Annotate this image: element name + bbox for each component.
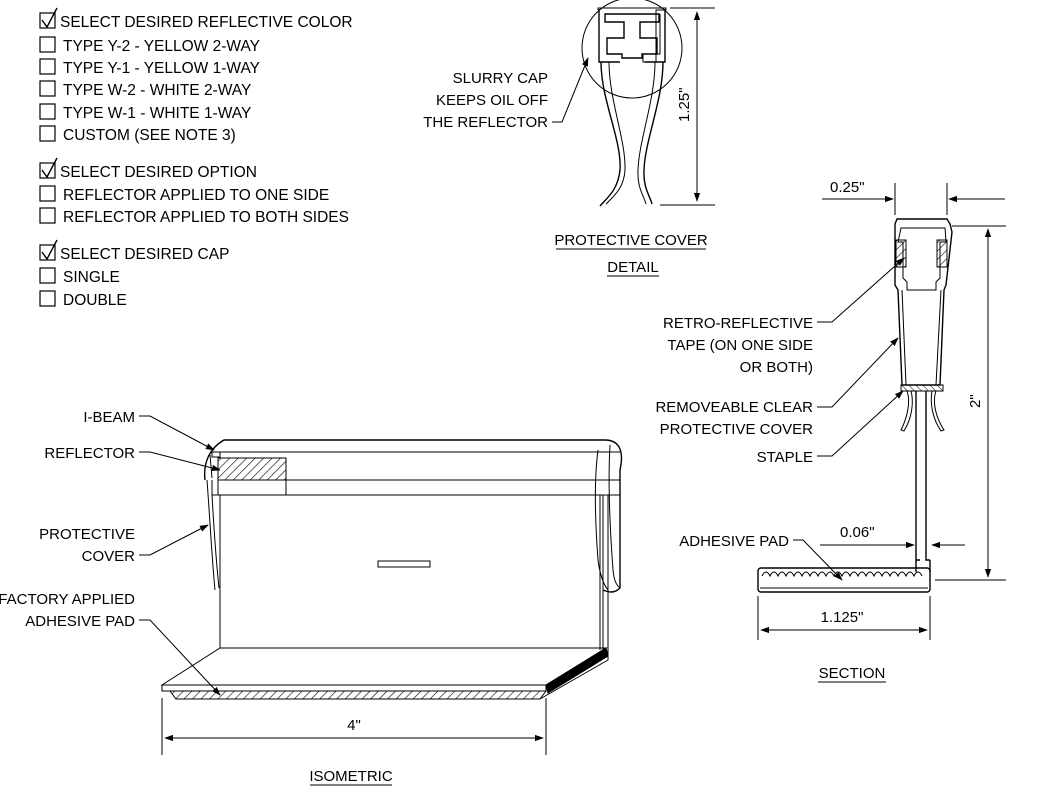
callout-text: REFLECTOR	[44, 445, 135, 462]
checkbox[interactable]	[39, 185, 56, 202]
option-label: TYPE Y-1 - YELLOW 1-WAY	[63, 60, 260, 77]
checkbox[interactable]	[39, 80, 56, 97]
option-label: TYPE Y-2 - YELLOW 2-WAY	[63, 38, 260, 55]
check-mark-icon	[41, 239, 58, 261]
adhesive-pad	[169, 690, 547, 700]
callout-text: FACTORY APPLIED	[0, 591, 135, 608]
view-title: DETAIL	[607, 259, 658, 276]
leader-line	[817, 337, 899, 408]
cover-leg-left	[599, 61, 621, 207]
header-checkbox	[39, 244, 56, 261]
checkbox[interactable]	[39, 125, 56, 142]
dimension-label: 4"	[347, 717, 361, 734]
checkbox[interactable]	[39, 58, 56, 75]
option-label: SINGLE	[63, 269, 120, 286]
checkbox[interactable]	[39, 290, 56, 307]
dimension-label: 1.25"	[676, 87, 693, 122]
base-plate	[757, 567, 931, 593]
leader-line	[552, 57, 589, 123]
leader-line	[139, 619, 221, 696]
checkbox[interactable]	[39, 103, 56, 120]
header-checkbox	[39, 12, 56, 29]
option-label: REFLECTOR APPLIED TO BOTH SIDES	[63, 209, 349, 226]
callout-text: I-BEAM	[83, 409, 135, 426]
view-title: ISOMETRIC	[309, 768, 393, 785]
cover-leg-right	[643, 61, 664, 205]
section-view: 0.25" 2" 0.06" 1.125"	[655, 179, 1006, 683]
options-checklist: SELECT DESIRED REFLECTIVE COLOR TYPE Y-2…	[39, 7, 353, 309]
cover-skirt-right	[594, 449, 609, 591]
reflective-tape	[936, 239, 948, 268]
option-label: DOUBLE	[63, 292, 127, 309]
cover-skirt-left	[206, 479, 216, 591]
callout-text: ADHESIVE PAD	[25, 613, 135, 630]
option-label: TYPE W-1 - WHITE 1-WAY	[63, 105, 251, 122]
detail-circle	[581, 0, 683, 99]
adhesive-pad	[761, 571, 923, 578]
leader-line	[817, 390, 904, 457]
view-title: PROTECTIVE COVER	[554, 232, 708, 249]
callout-text: PROTECTIVE	[39, 526, 135, 543]
option-label: REFLECTOR APPLIED TO ONE SIDE	[63, 187, 329, 204]
callout-text: COVER	[82, 548, 136, 565]
leader-line	[139, 524, 209, 556]
leader-line	[817, 257, 905, 323]
callout-text: SLURRY CAP	[453, 70, 548, 87]
checkbox[interactable]	[39, 267, 56, 284]
checkbox[interactable]	[39, 36, 56, 53]
callout-text: TAPE (ON ONE SIDE	[667, 337, 813, 354]
section-cap	[894, 218, 953, 386]
checkbox[interactable]	[39, 207, 56, 224]
option-group-header: SELECT DESIRED OPTION	[60, 164, 257, 181]
reflector	[217, 457, 287, 481]
option-group-side: SELECT DESIRED OPTION REFLECTOR APPLIED …	[39, 157, 349, 226]
isometric-view: 4" I-BEAM REFLECTOR PROTECTIVE COVER FAC…	[0, 409, 623, 786]
i-beam-profile	[604, 13, 660, 59]
dimension-label: 0.25"	[830, 179, 865, 196]
option-group-color: SELECT DESIRED REFLECTIVE COLOR TYPE Y-2…	[39, 7, 353, 144]
check-mark-icon	[41, 7, 58, 29]
header-checkbox	[39, 162, 56, 179]
callout-text: ADHESIVE PAD	[679, 533, 789, 550]
base-plate-top	[160, 647, 608, 686]
stem	[915, 391, 930, 561]
leader-line	[139, 451, 221, 472]
reflective-tape	[895, 239, 907, 268]
dimension-label: 0.06"	[840, 524, 875, 541]
callout-text: REMOVEABLE CLEAR	[655, 399, 813, 416]
dimension-label: 2"	[967, 394, 984, 408]
staple	[377, 560, 431, 568]
option-label: TYPE W-2 - WHITE 2-WAY	[63, 82, 251, 99]
callout-text: PROTECTIVE COVER	[660, 421, 814, 438]
option-label: CUSTOM (SEE NOTE 3)	[63, 127, 236, 144]
callout-text: KEEPS OIL OFF	[436, 92, 548, 109]
callout-text: OR BOTH)	[740, 359, 813, 376]
check-mark-icon	[41, 157, 58, 179]
protective-cover-detail: 1.25" SLURRY CAP KEEPS OIL OFF THE REFLE…	[423, 0, 715, 277]
view-title: SECTION	[819, 665, 886, 682]
stem-plate	[219, 495, 609, 656]
callout-text: RETRO-REFLECTIVE	[663, 315, 813, 332]
option-group-header: SELECT DESIRED REFLECTIVE COLOR	[60, 14, 353, 31]
staple	[900, 384, 944, 392]
leader-line	[139, 415, 215, 451]
callout-text: THE REFLECTOR	[423, 114, 548, 131]
dimension-label: 1.125"	[821, 609, 864, 626]
leader-line	[793, 539, 843, 581]
slurry-cap	[598, 9, 620, 63]
option-group-cap: SELECT DESIRED CAP SINGLE DOUBLE	[39, 239, 229, 309]
cover-outline	[203, 439, 623, 593]
option-group-header: SELECT DESIRED CAP	[60, 246, 229, 263]
callout-text: STAPLE	[757, 449, 813, 466]
